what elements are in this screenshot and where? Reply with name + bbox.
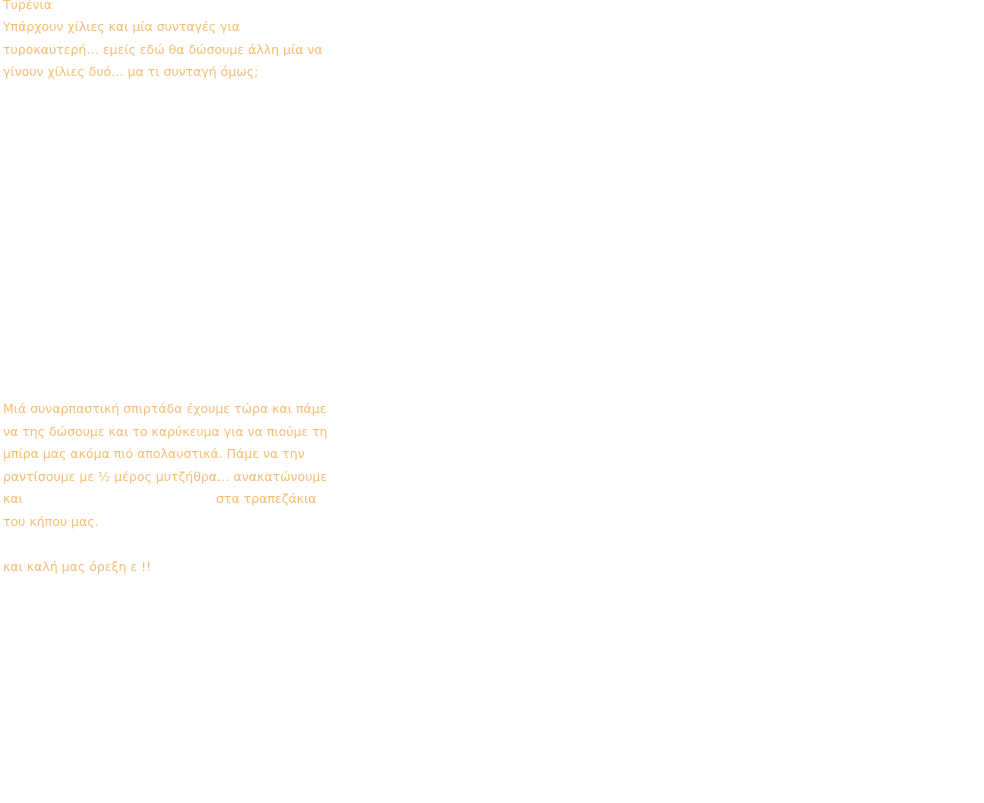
closing-line: και καλή μας όρεξη ε !! <box>3 558 152 574</box>
body-paragraph: Μιά συναρπαστική σπιρτάδα έχουμε τώρα κα… <box>3 398 333 578</box>
gap-line-end: στα τραπεζάκια <box>216 491 317 506</box>
paragraph-spacer <box>3 533 333 556</box>
body-line: του κήπου μας. <box>3 513 99 529</box>
intro-line: τυροκαυτερή… εμείς εδώ θα δώσουμε άλλη μ… <box>3 41 323 57</box>
recipe-title: Τυρένια <box>3 0 53 12</box>
body-line: να της δώσουμε και το καρύκευμα για να π… <box>3 423 328 439</box>
body-line: μπίρα μας ακόμα πιό απολαυστικά. Πάμε να… <box>3 446 305 461</box>
gap-line-start: και <box>3 491 23 506</box>
intro-line: Υπάρχουν χίλιες και μία συνταγές για <box>3 19 240 34</box>
body-line: ραντίσουμε με ½ μέρος μυτζήθρα… ανακατών… <box>3 468 328 484</box>
body-line-with-gap: και στα τραπεζάκια <box>3 488 333 511</box>
recipe-title-block: Τυρένια <box>3 0 333 17</box>
intro-paragraph: Υπάρχουν χίλιες και μία συνταγές για τυρ… <box>3 16 333 84</box>
intro-line: γίνουν χίλιες δυό… μα τι συνταγή όμως; <box>3 64 259 79</box>
body-line: Μιά συναρπαστική σπιρτάδα έχουμε τώρα κα… <box>3 401 327 416</box>
